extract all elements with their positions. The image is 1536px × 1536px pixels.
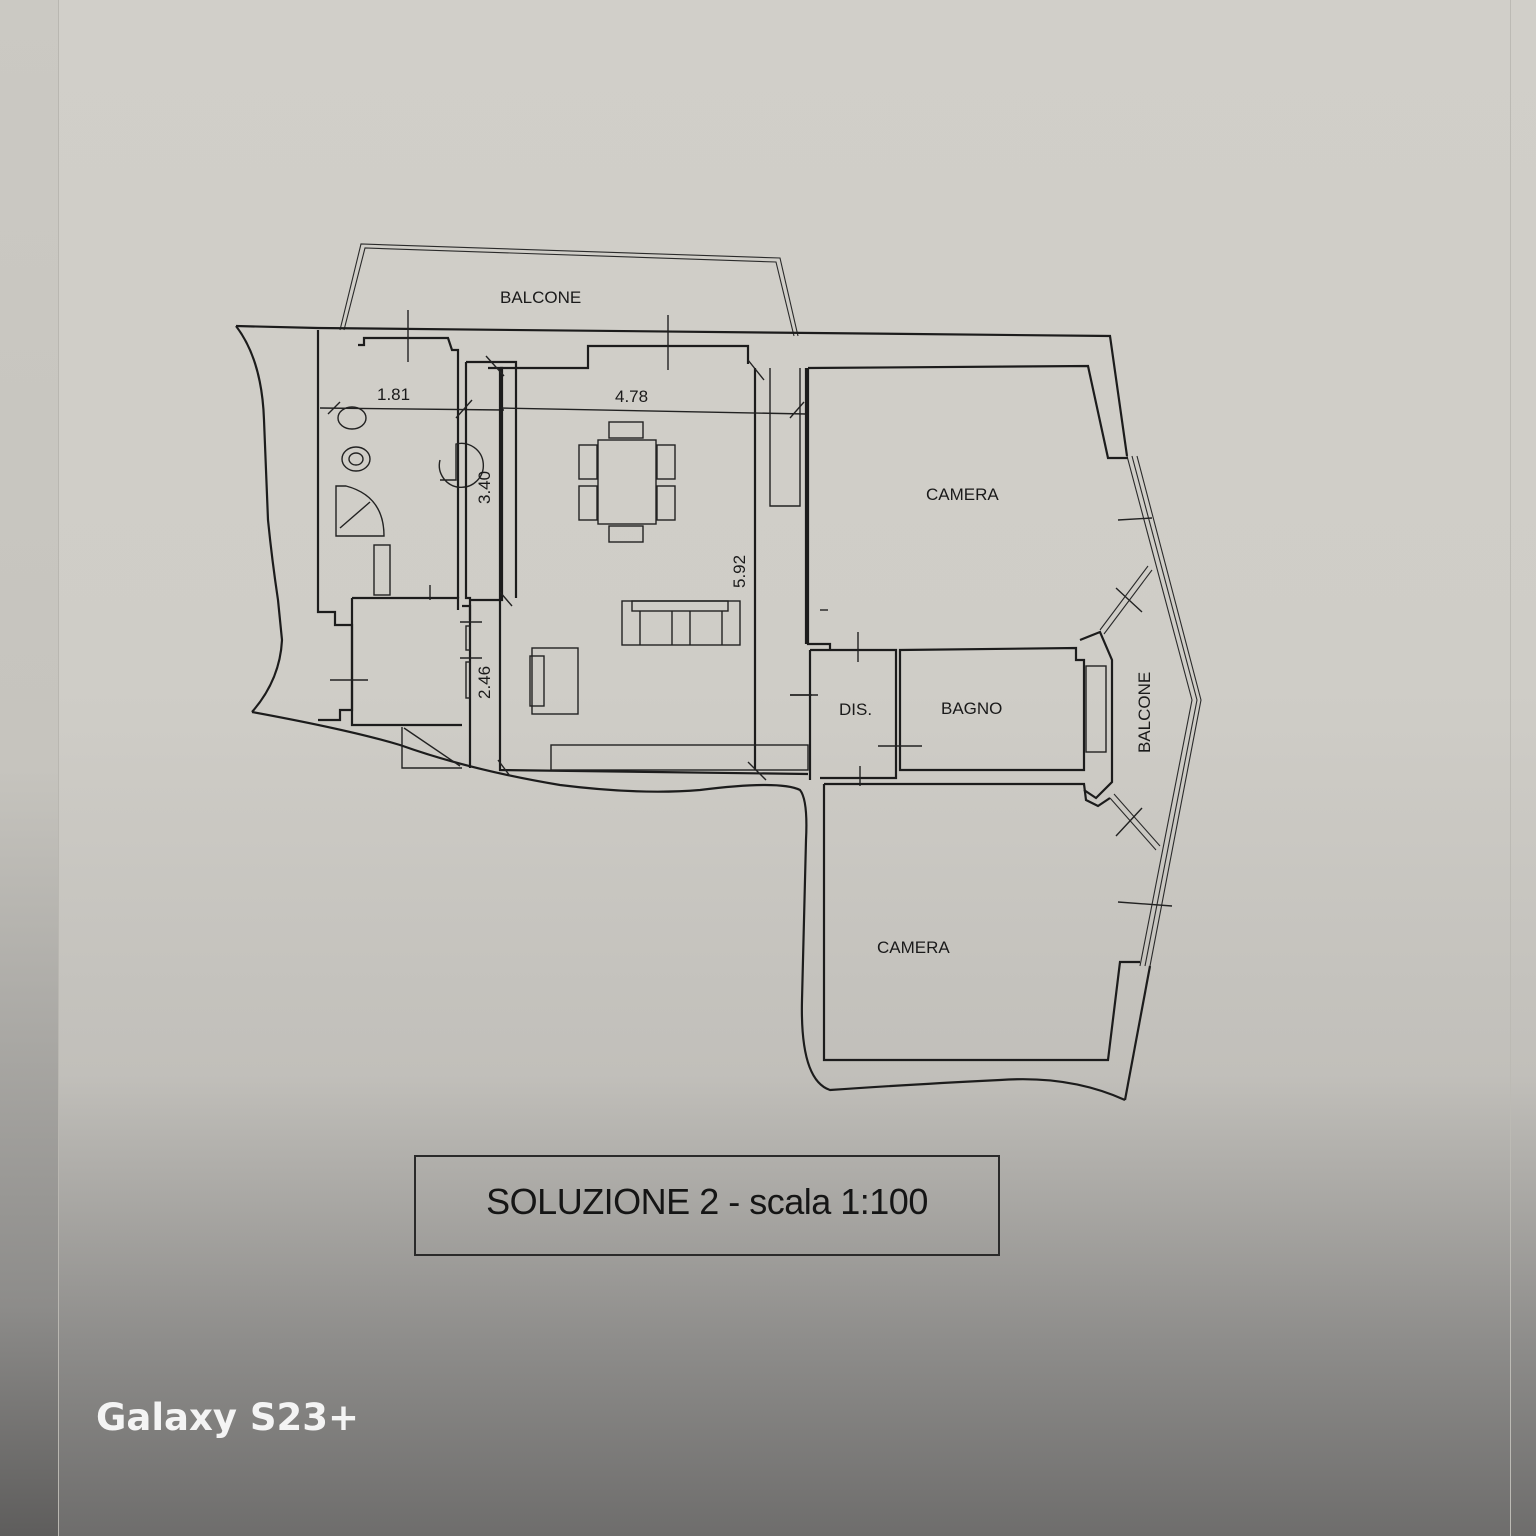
room-label-dis: DIS. (839, 700, 872, 719)
room-label-balcone-right: BALCONE (1135, 672, 1154, 753)
room-label-bagno: BAGNO (941, 699, 1002, 718)
dimension-living-depth: 5.92 (730, 555, 749, 588)
room-label-camera-top: CAMERA (926, 485, 999, 504)
paper-crease (1510, 0, 1511, 1536)
room-label-balcone-top: BALCONE (500, 288, 581, 307)
balcony-top (339, 243, 799, 337)
dimension-bath-depth: 3.40 (475, 471, 494, 504)
paper-fold-edge (0, 0, 59, 1536)
dimension-living-width: 4.78 (615, 387, 648, 406)
camera-watermark: Galaxy S23+ (96, 1396, 359, 1439)
bathroom-left (316, 310, 505, 769)
room-label-camera-bottom: CAMERA (877, 938, 950, 957)
bedroom-top (806, 364, 1153, 650)
corridor-closet (460, 360, 518, 768)
living-room (327, 315, 812, 781)
dis-bagno (790, 630, 1114, 800)
bedroom-bottom (822, 782, 1173, 1062)
outer-walls (235, 324, 1202, 1102)
dimension-bath-width: 1.81 (377, 385, 410, 404)
dimension-entry-depth: 2.46 (475, 666, 494, 699)
plan-title: SOLUZIONE 2 - scala 1:100 (486, 1180, 928, 1222)
title-block: SOLUZIONE 2 - scala 1:100 (414, 1155, 1000, 1256)
